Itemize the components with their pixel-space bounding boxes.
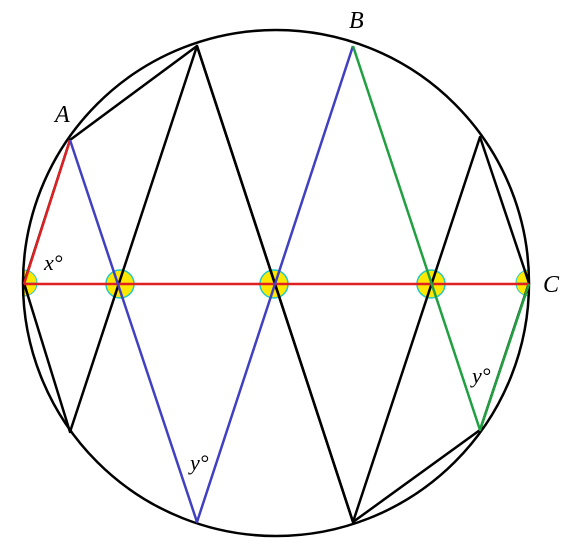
point-label-A: A (53, 102, 70, 128)
point-label-B: B (349, 8, 364, 34)
angle-label-y-right: y° (470, 363, 491, 388)
point-label-C: C (543, 272, 560, 298)
green-path (351, 45, 531, 432)
red-chord-to-A (22, 139, 72, 285)
blue-path (68, 45, 355, 524)
angle-label-y-lower: y° (188, 450, 209, 475)
angle-label-x: x° (43, 250, 63, 275)
